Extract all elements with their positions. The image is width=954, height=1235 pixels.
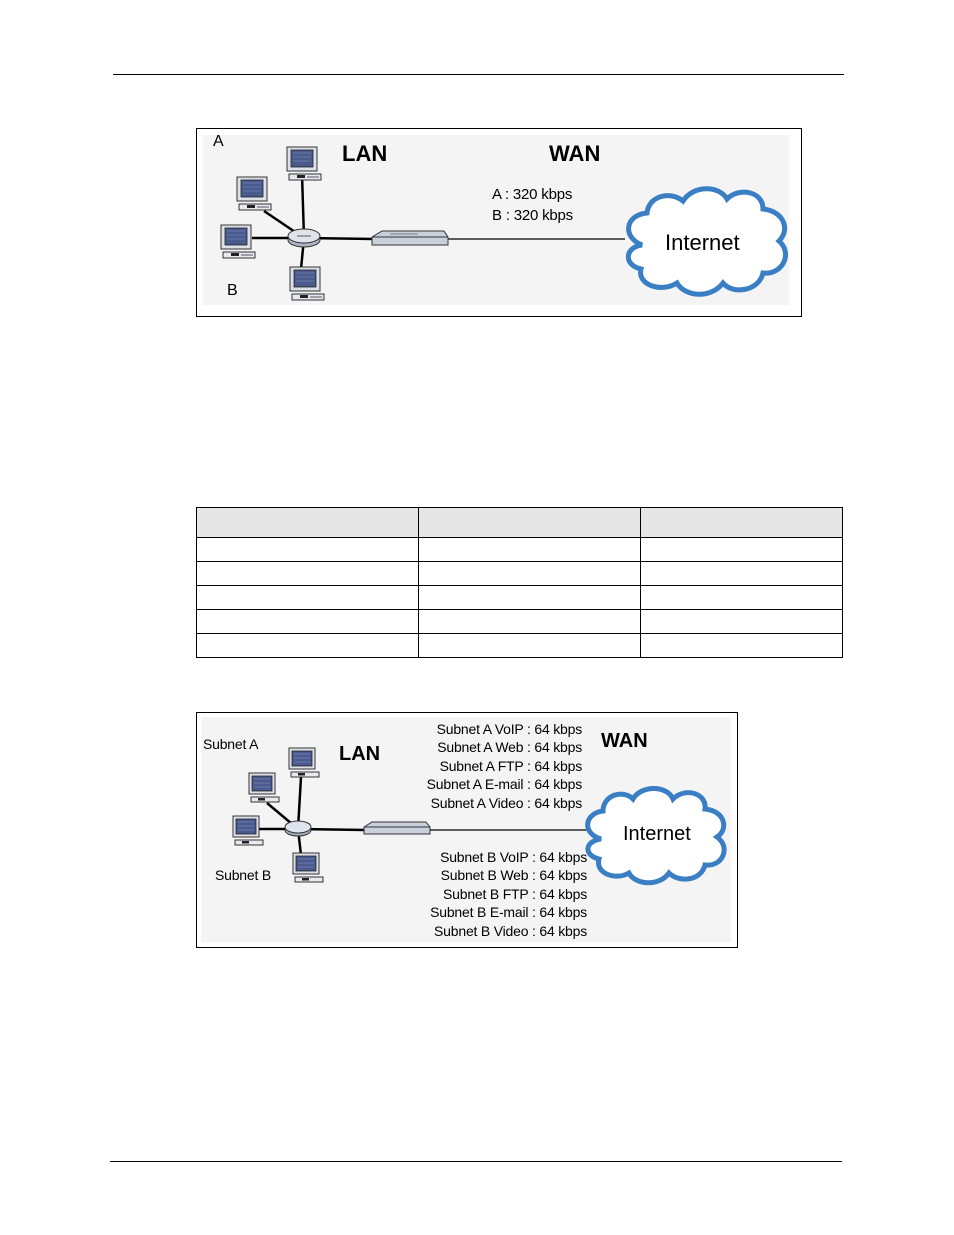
subnet-b-rate-item: Subnet B Video : 64 kbps	[434, 922, 587, 939]
figure-bandwidth-overview: A B LAN WAN A : 320 kbps B : 320 kbps In…	[196, 128, 802, 317]
table-header-cell	[196, 507, 419, 538]
table-cell	[640, 633, 843, 658]
computer-icon	[288, 747, 320, 778]
subnet-b-rate-list: Subnet B VoIP : 64 kbps Subnet B Web : 6…	[430, 848, 587, 940]
bandwidth-table	[196, 507, 843, 658]
table-cell	[196, 585, 419, 610]
table-cell	[196, 633, 419, 658]
computer-icon	[236, 176, 272, 211]
internet-label: Internet	[623, 823, 691, 845]
footer-rule	[110, 1161, 842, 1162]
table-header-cell	[418, 507, 641, 538]
wan-heading: WAN	[549, 141, 601, 166]
subnet-a-rate-item: Subnet A FTP : 64 kbps	[439, 757, 583, 774]
table-row	[196, 609, 843, 634]
table-row	[196, 633, 843, 658]
table-row	[196, 561, 843, 586]
internet-label: Internet	[665, 230, 740, 255]
table-cell	[196, 537, 419, 562]
table-cell	[418, 585, 641, 610]
subnet-b-rate-item: Subnet B FTP : 64 kbps	[443, 885, 587, 902]
wan-heading: WAN	[601, 730, 648, 752]
table-cell	[640, 537, 843, 562]
switch-icon	[284, 820, 312, 837]
subnet-b-rate-item: Subnet B E-mail : 64 kbps	[430, 904, 587, 921]
table-cell	[640, 561, 843, 586]
lan-heading: LAN	[342, 141, 388, 166]
rate-b-label: B : 320 kbps	[492, 207, 573, 224]
computer-icon	[289, 266, 325, 301]
table-cell	[196, 561, 419, 586]
rate-a-label: A : 320 kbps	[492, 186, 573, 203]
table-row	[196, 585, 843, 610]
computer-icon	[248, 772, 280, 803]
internet-cloud-icon	[585, 786, 727, 886]
subnet-a-rate-item: Subnet A Video : 64 kbps	[430, 794, 583, 811]
label-a: A	[213, 133, 224, 150]
table-cell	[418, 561, 641, 586]
computer-icon	[220, 224, 256, 259]
computer-icon	[232, 815, 264, 846]
table-cell	[196, 609, 419, 634]
table-cell	[418, 609, 641, 634]
subnet-a-rate-item: Subnet A E-mail : 64 kbps	[426, 776, 583, 793]
table-cell	[640, 609, 843, 634]
table-header-cell	[640, 507, 843, 538]
table-cell	[640, 585, 843, 610]
figure-subnet-bandwidth: Subnet A Subnet B LAN WAN Internet Subne…	[196, 712, 738, 948]
internet-cloud-icon	[625, 186, 788, 297]
switch-icon	[287, 228, 321, 248]
subnet-a-label: Subnet A	[203, 736, 259, 752]
subnet-b-label: Subnet B	[215, 867, 271, 883]
router-icon	[371, 230, 449, 246]
header-rule	[113, 74, 844, 75]
computer-icon	[292, 852, 324, 883]
router-icon	[363, 821, 431, 835]
table-header-row	[196, 507, 843, 538]
label-b: B	[227, 282, 238, 299]
subnet-a-rate-list: Subnet A VoIP : 64 kbps Subnet A Web : 6…	[426, 720, 583, 812]
lan-links	[252, 173, 375, 270]
table-row	[196, 537, 843, 562]
subnet-a-rate-item: Subnet A VoIP : 64 kbps	[436, 721, 583, 737]
subnet-a-rate-item: Subnet A Web : 64 kbps	[437, 739, 582, 756]
subnet-b-rate-item: Subnet B Web : 64 kbps	[440, 867, 588, 884]
network-diagram-subnets	[232, 747, 727, 886]
subnet-b-rate-item: Subnet B VoIP : 64 kbps	[440, 849, 587, 865]
table-cell	[418, 537, 641, 562]
computer-icon	[286, 146, 322, 181]
lan-heading: LAN	[339, 743, 381, 765]
network-diagram	[220, 146, 788, 301]
table-cell	[418, 633, 641, 658]
